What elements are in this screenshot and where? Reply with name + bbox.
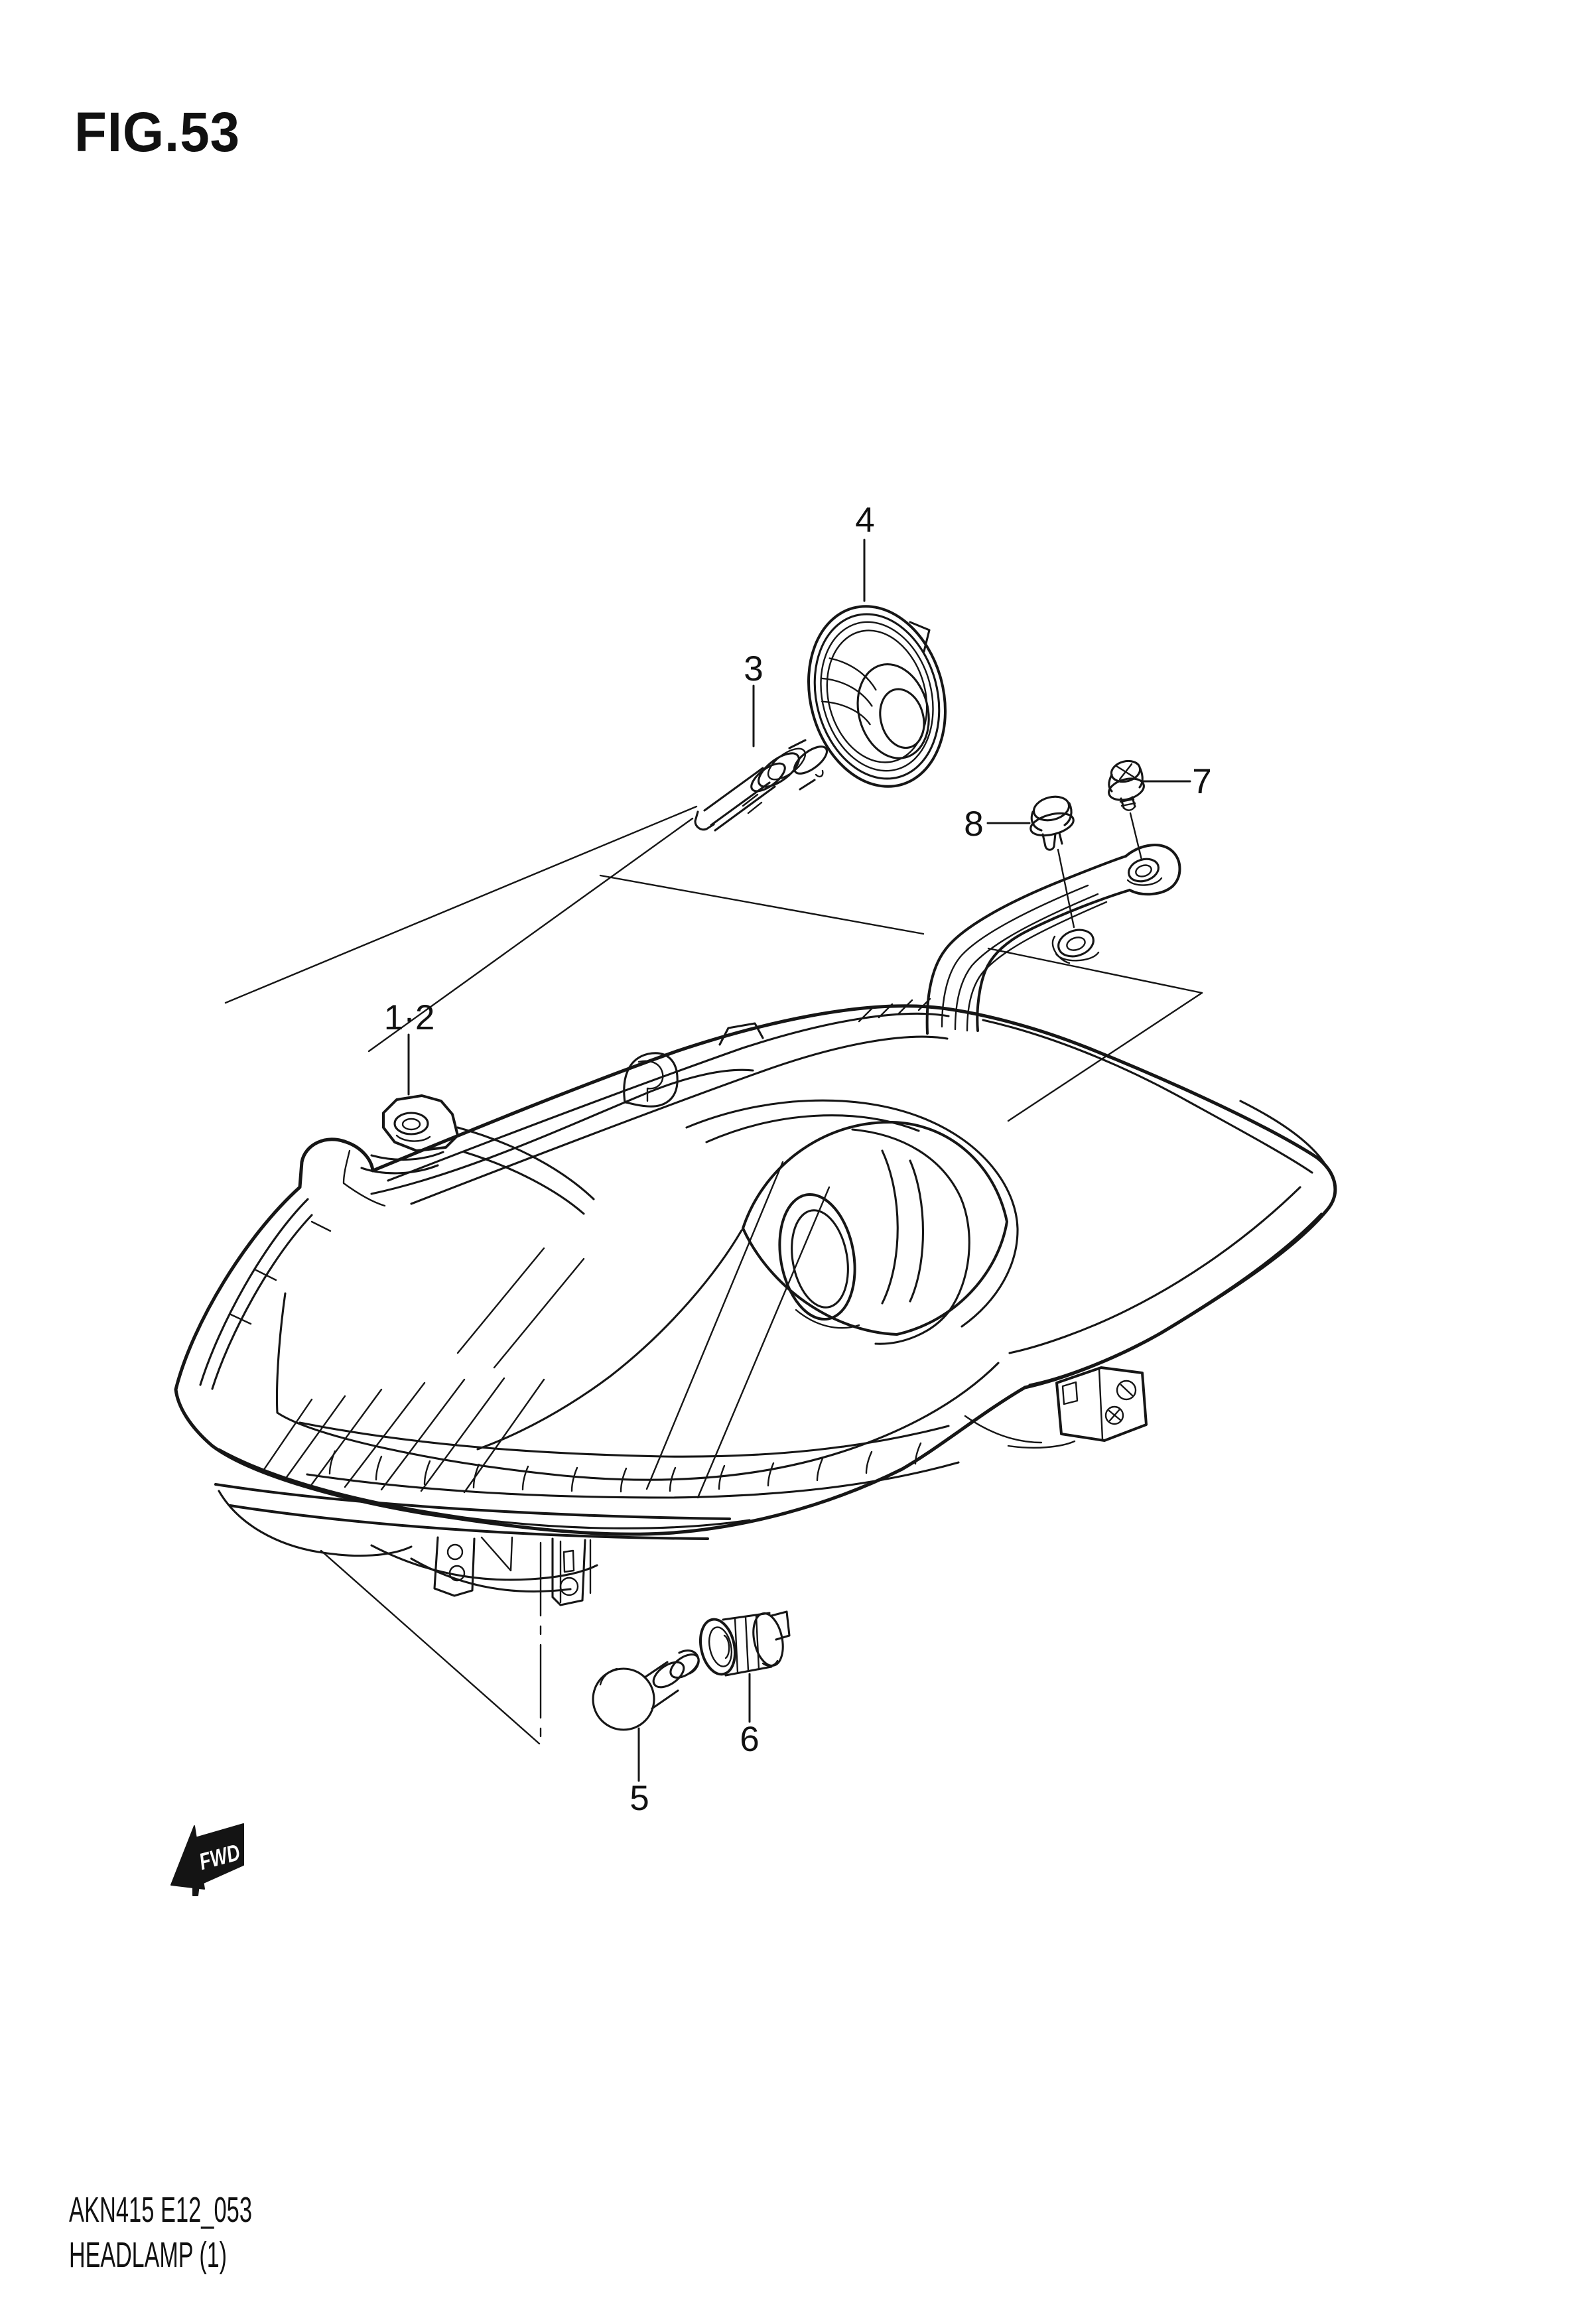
cap-tab-notch (909, 621, 931, 653)
lens-face-drawing (261, 1099, 1019, 1499)
headlamp-cap-drawing (807, 605, 947, 788)
callout-5-label: 5 (630, 1779, 649, 1818)
projector-lens-drawing (685, 1099, 1019, 1345)
callout-4-label: 4 (855, 501, 874, 540)
mount-tab-left (342, 1094, 459, 1207)
lower-mount-tab (433, 1536, 592, 1606)
screw-axis-line (1129, 812, 1143, 861)
figure-code: AKN415 E12_053 (69, 2190, 252, 2230)
headlamp-housing-drawing (174, 998, 1337, 1593)
lens-hatch-lines (261, 1247, 585, 1494)
clip-axis-line (1057, 848, 1075, 929)
callout-leader-lines (407, 539, 1191, 1782)
figure-title: FIG.53 (74, 101, 240, 163)
signal-bulb-drawing (592, 1649, 700, 1731)
callout-8-label: 8 (964, 805, 983, 844)
drl-strip (298, 1421, 960, 1499)
headlamp-bulb-drawing (694, 739, 828, 832)
bulb-socket-drawing (699, 1610, 791, 1677)
callout-7-label: 7 (1192, 762, 1211, 801)
mount-clip-drawing (1029, 795, 1075, 929)
adjuster-block (964, 1366, 1148, 1449)
callout-1-2-label: 1·2 (384, 998, 435, 1037)
reference-lines (224, 805, 1203, 1746)
mount-screw-drawing (1108, 759, 1145, 861)
callout-6-label: 6 (740, 1720, 759, 1759)
mount-bracket-drawing (925, 844, 1181, 1035)
callout-3-label: 3 (744, 649, 763, 688)
fwd-direction-arrow: FWD (170, 1823, 244, 1896)
figure-caption: HEADLAMP (1) (69, 2235, 227, 2275)
